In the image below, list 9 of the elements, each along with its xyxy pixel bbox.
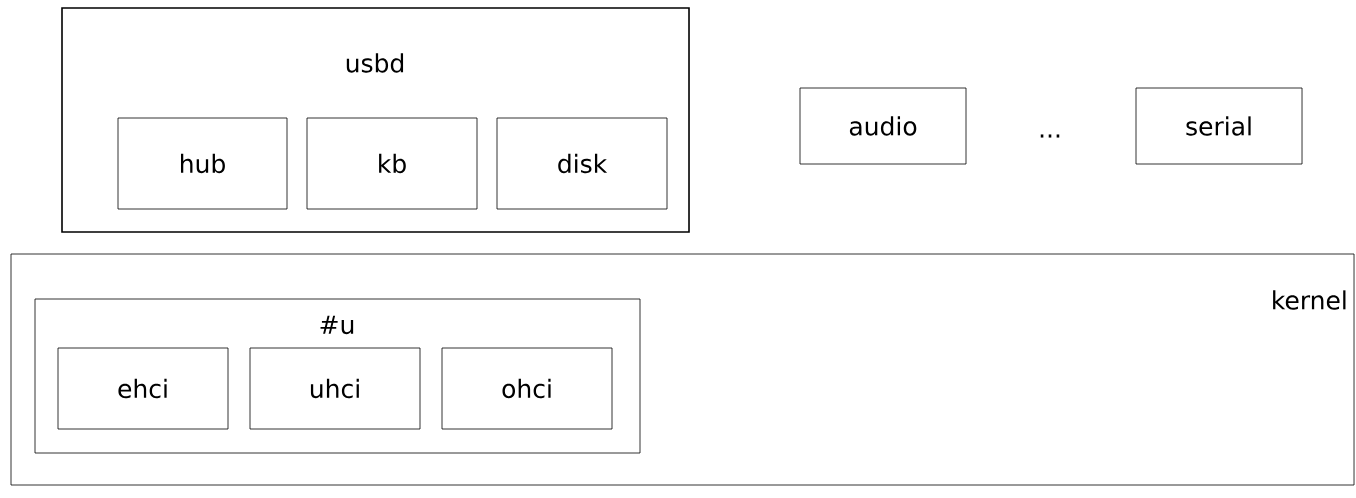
process-box: audio bbox=[799, 87, 967, 165]
process-box: serial bbox=[1135, 87, 1303, 165]
process-box: ohci bbox=[441, 347, 613, 430]
process-box: kb bbox=[306, 117, 478, 210]
process-box: hub bbox=[117, 117, 288, 210]
process-box: disk bbox=[496, 117, 668, 210]
process-box: ehci bbox=[57, 347, 229, 430]
ellipsis-text: ... bbox=[1040, 134, 1060, 138]
process-box: uhci bbox=[249, 347, 421, 430]
